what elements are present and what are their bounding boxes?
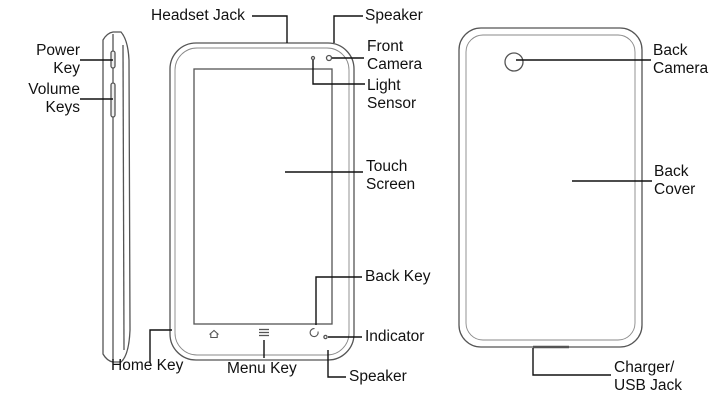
label-indicator: Indicator xyxy=(365,328,425,345)
label-headset-jack: Headset Jack xyxy=(151,7,245,24)
label-back-key: Back Key xyxy=(365,268,431,285)
leader-home-key xyxy=(149,329,172,363)
leader-lines xyxy=(80,15,652,378)
light-sensor-icon xyxy=(310,55,316,61)
device-side-view xyxy=(102,31,131,363)
side-profile xyxy=(102,31,131,363)
home-icon xyxy=(209,329,219,339)
menu-icon xyxy=(259,328,269,337)
label-back-cover: Back Cover xyxy=(654,163,696,198)
label-home-key: Home Key xyxy=(111,357,184,374)
leader-speaker-bottom xyxy=(327,350,346,378)
front-body xyxy=(169,42,355,361)
label-speaker-top: Speaker xyxy=(365,7,423,24)
label-volume-keys: Volume Keys xyxy=(28,81,80,116)
label-touch-screen: Touch Screen xyxy=(366,158,416,193)
label-speaker-bottom: Speaker xyxy=(349,368,407,385)
leader-light-sensor xyxy=(312,60,365,85)
leader-speaker-top xyxy=(333,15,363,43)
back-camera-icon xyxy=(504,52,524,72)
label-light-sensor: Light Sensor xyxy=(367,77,417,112)
label-menu-key: Menu Key xyxy=(227,360,297,377)
label-front-camera: Front Camera xyxy=(367,38,423,73)
front-body-inner xyxy=(174,47,350,356)
leader-charger-usb xyxy=(532,348,611,376)
device-front-view xyxy=(169,42,355,361)
volume-keys xyxy=(110,82,116,118)
indicator-light-icon xyxy=(323,334,328,340)
label-back-camera: Back Camera xyxy=(653,42,709,77)
device-back-view xyxy=(458,27,643,349)
touch-screen xyxy=(193,68,333,325)
back-body xyxy=(458,27,643,348)
back-arrow-icon xyxy=(309,328,319,338)
front-camera-icon xyxy=(325,54,333,62)
label-power-key: Power Key xyxy=(36,42,80,77)
leader-back-key xyxy=(315,276,362,325)
back-body-inner xyxy=(465,34,636,341)
side-inner-edge-2 xyxy=(122,44,125,351)
leader-headset-jack xyxy=(252,15,288,43)
label-charger-usb-jack: Charger/ USB Jack xyxy=(614,359,683,394)
